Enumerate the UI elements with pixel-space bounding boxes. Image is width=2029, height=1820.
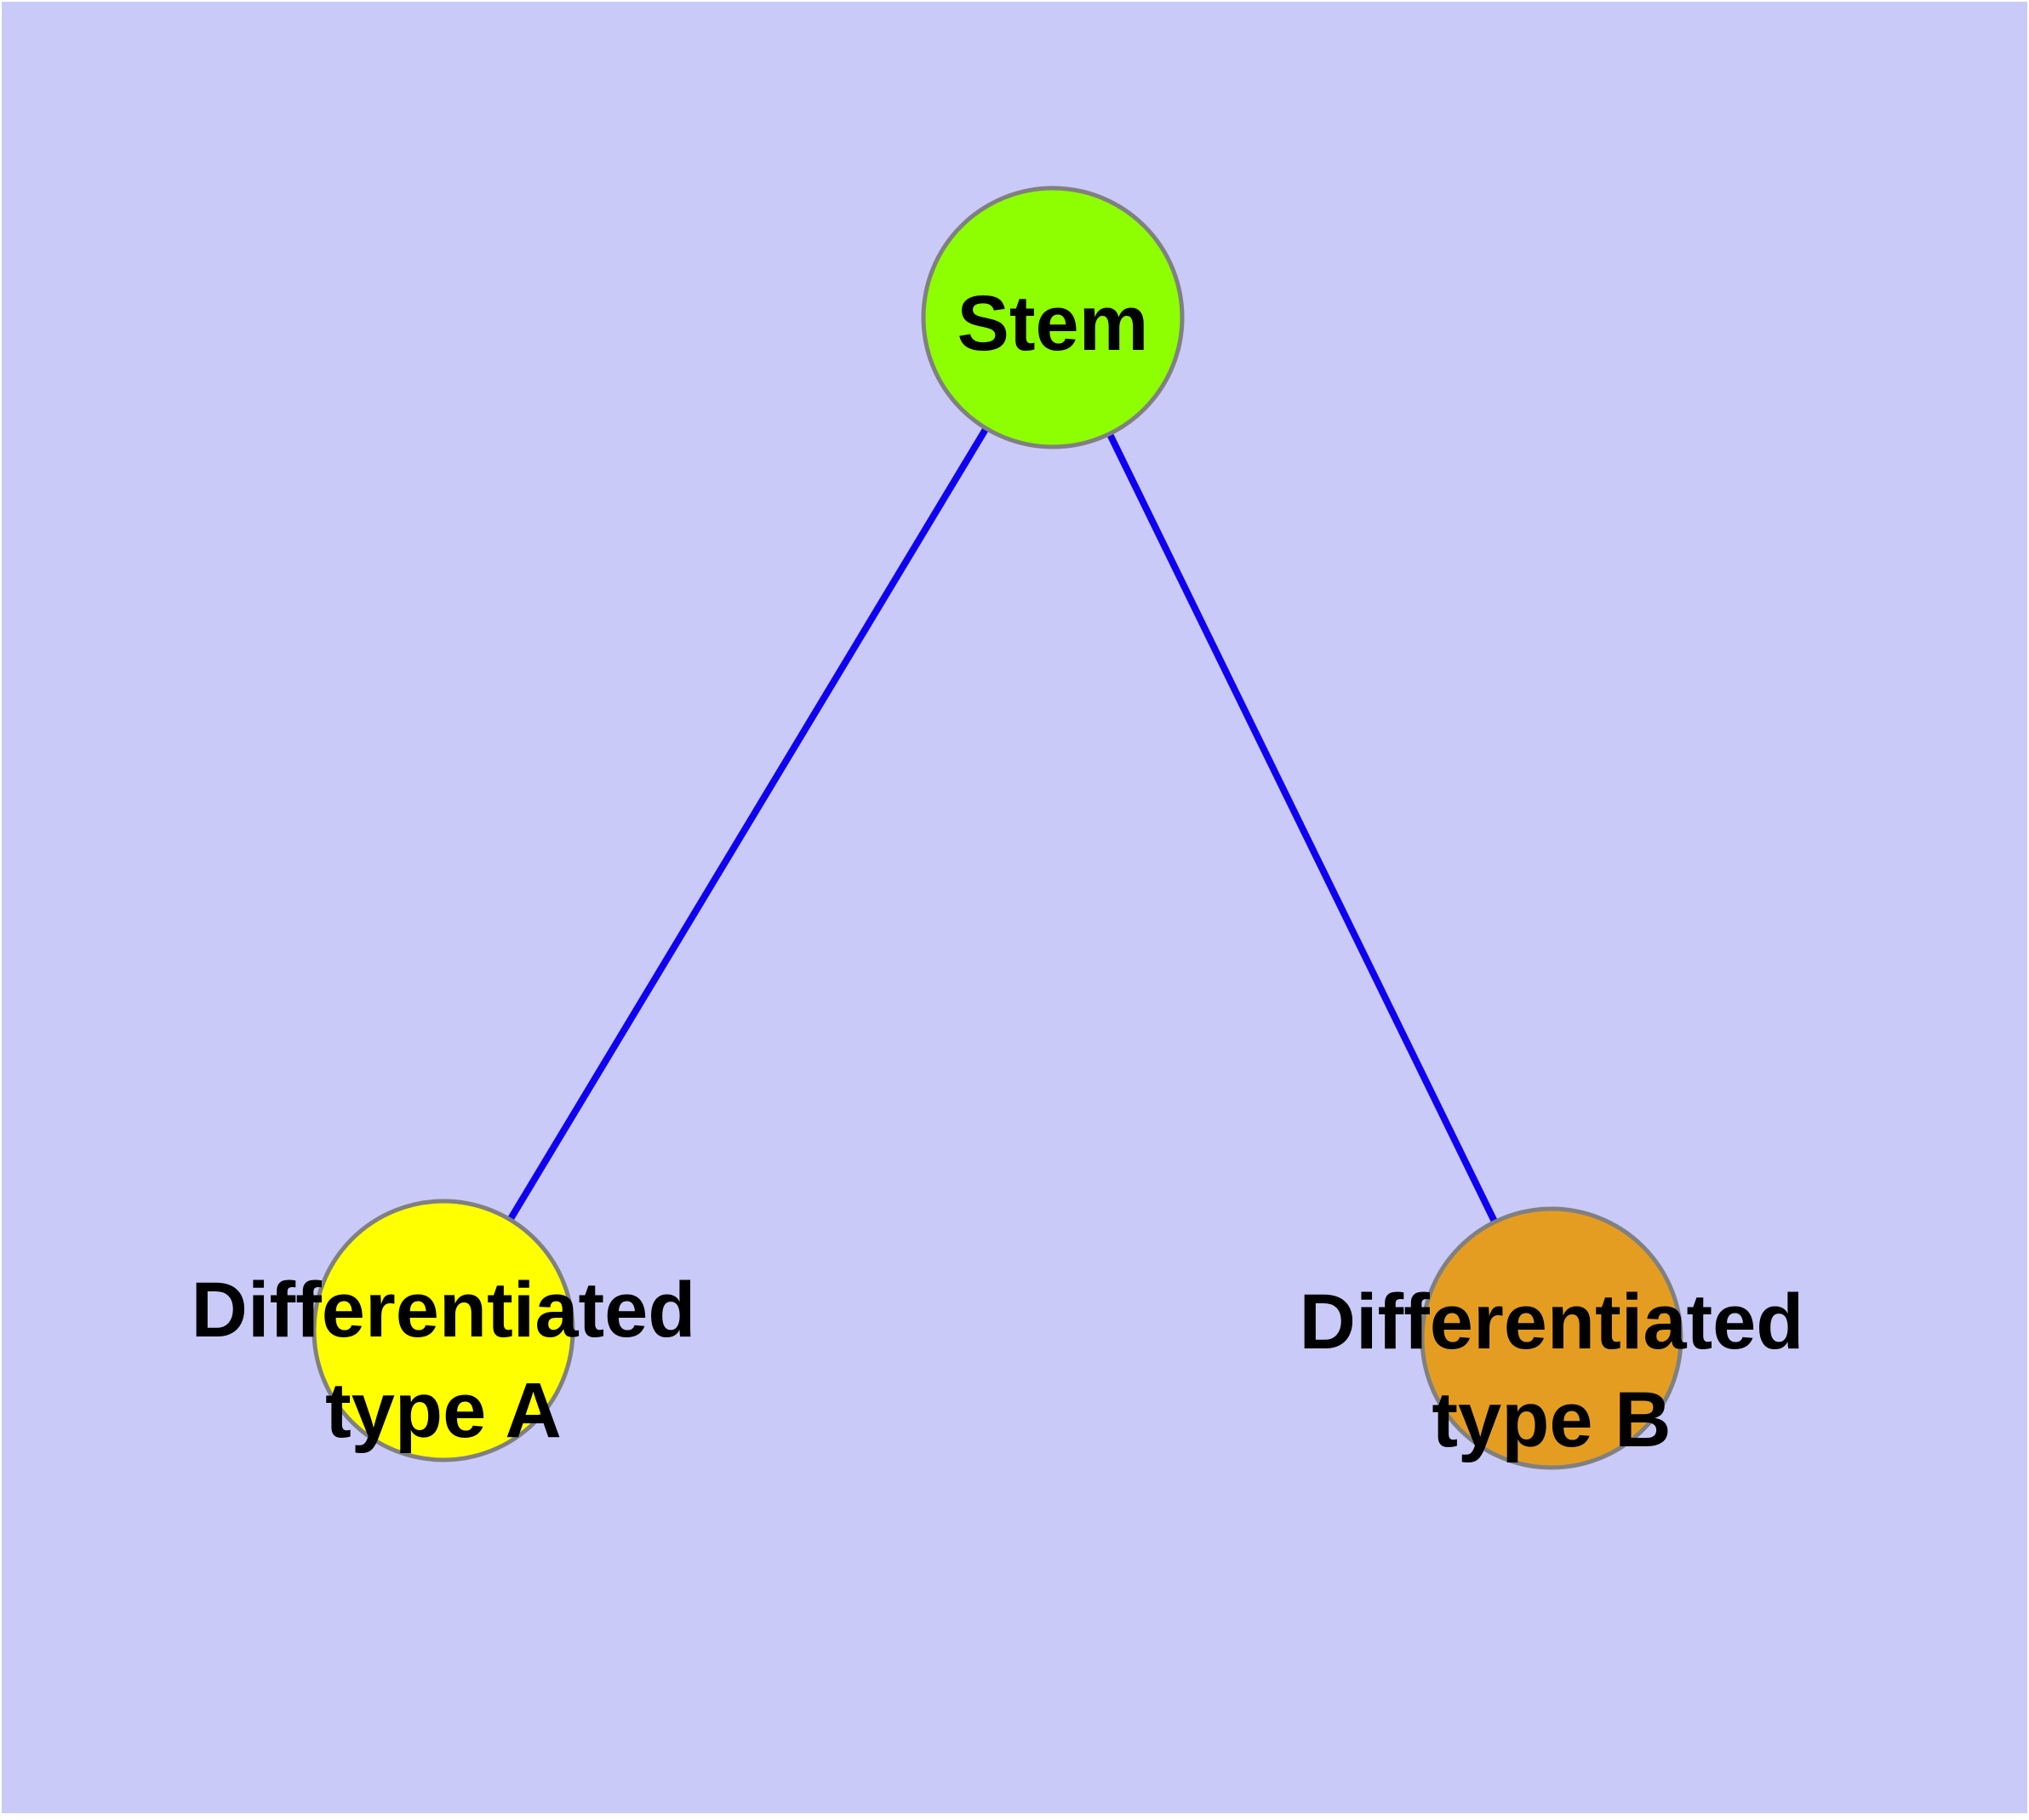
node-stem xyxy=(921,186,1185,449)
node-type-b-label-line1: Differentiated xyxy=(1300,1279,1804,1365)
edge-stem-to-type-b xyxy=(1049,316,1555,1340)
node-type-b-label-line2: type B xyxy=(1432,1376,1671,1463)
node-stem-label: Stem xyxy=(957,280,1149,367)
node-differentiated-type-b xyxy=(1420,1206,1683,1470)
node-type-a-label-line1: Differentiated xyxy=(191,1267,696,1354)
node-type-a-label-line2: type A xyxy=(325,1367,562,1454)
node-differentiated-type-a xyxy=(311,1199,575,1462)
edge-stem-to-type-a xyxy=(440,315,1056,1333)
